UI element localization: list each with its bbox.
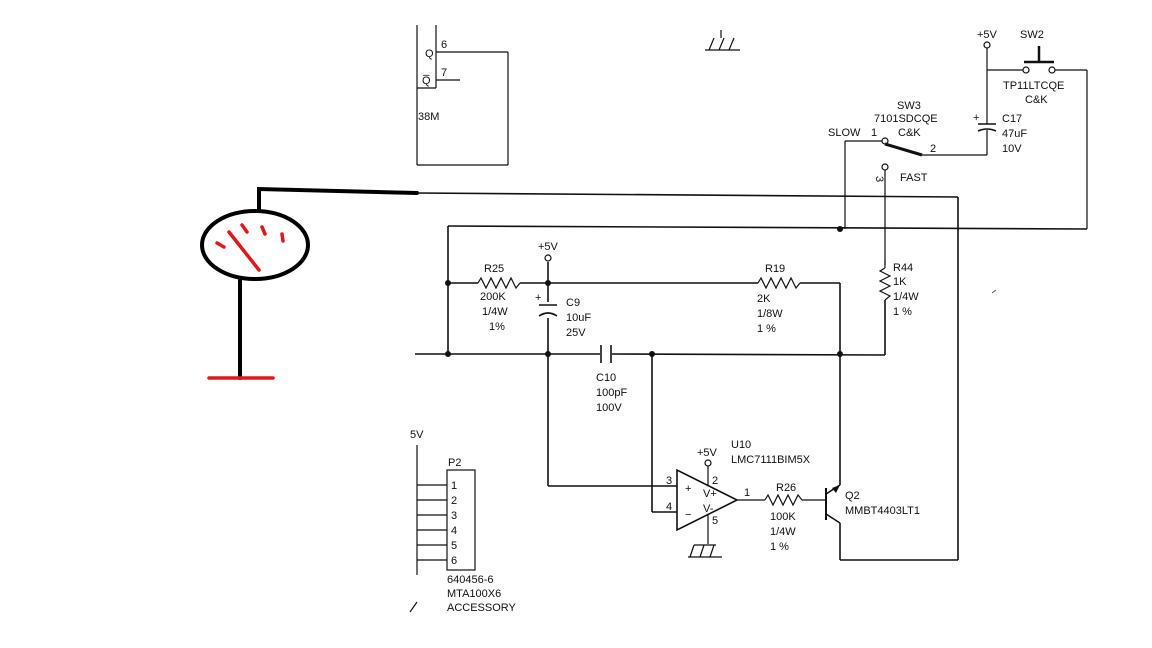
p2-part: 640456-6 (447, 574, 494, 586)
fast-label: FAST (900, 172, 928, 184)
opamp-minus: − (685, 509, 691, 521)
sw3-pin2: 2 (930, 143, 936, 155)
sw3-pin1: 1 (871, 127, 877, 139)
q-pin: 6 (441, 39, 447, 51)
c17-value: 47uF (1002, 128, 1027, 140)
r44-watt: 1/4W (893, 291, 919, 303)
c9-plus: + (535, 292, 541, 304)
c9-capacitor: + C9 10uF 25V (535, 292, 591, 339)
qbar-pin: 7 (441, 67, 447, 79)
opamp-pin1: 1 (744, 487, 750, 499)
opamp-vminus: V- (703, 503, 714, 515)
r19-value: 2K (757, 293, 771, 305)
r26-value: 100K (770, 511, 796, 523)
p5v-u10-label: +5V (697, 447, 718, 459)
u10-label: U10 (731, 439, 751, 451)
sw3-mfr: C&K (898, 127, 921, 139)
c10-capacitor: C10 100pF 100V (596, 345, 627, 414)
c9-value: 10uF (566, 312, 591, 324)
p2-pin4: 4 (451, 525, 457, 537)
r26-tol: 1 % (770, 541, 789, 553)
p5v-mid-label: +5V (538, 241, 559, 253)
p2-label: P2 (448, 457, 461, 469)
q2-part: MMBT4403LT1 (845, 505, 920, 517)
wiring (415, 192, 1088, 561)
ic-fragment: Q 6 Q̅ 7 38M (416, 25, 509, 166)
c17-capacitor: + C17 47uF 10V (973, 70, 1027, 155)
c17-voltage: 10V (1002, 143, 1022, 155)
q2-label: Q2 (845, 490, 860, 502)
r44-value: 1K (893, 276, 907, 288)
r26-resistor: R26 100K 1/4W 1 % (764, 482, 826, 553)
r26-watt: 1/4W (770, 526, 796, 538)
q2-transistor: Q2 MMBT4403LT1 (825, 485, 920, 520)
p2-pin3: 3 (451, 510, 457, 522)
r44-tol: 1 % (893, 306, 912, 318)
p2-part3: ACCESSORY (447, 602, 517, 614)
u10-opamp: + − V+ V- 3 4 2 1 5 +5V U10 LMC7111BIM5X (666, 439, 811, 558)
c10-voltage: 100V (596, 402, 622, 414)
ground-symbol-top (705, 30, 740, 51)
slow-label: SLOW (828, 127, 861, 139)
c9-label: C9 (566, 297, 580, 309)
opamp-pin4: 4 (666, 501, 672, 513)
sw3-pin3: 3 (873, 176, 885, 182)
r44-resistor: R44 1K 1/4W 1 % (878, 260, 919, 318)
sw3-switch: SW3 7101SDCQE C&K SLOW 1 2 3 FAST (828, 100, 987, 265)
stray-mark (991, 289, 997, 294)
p2-pin6: 6 (451, 555, 457, 567)
p2-connector: 5V P2 1 2 3 4 5 6 640456-6 MTA100X6 ACCE… (409, 429, 517, 614)
opamp-pin5: 5 (712, 515, 718, 527)
r19-label: R19 (765, 263, 785, 275)
r25-value: 200K (480, 291, 506, 303)
ic-part-label: 38M (418, 111, 439, 123)
sw2-part: TP11LTCQE (1003, 80, 1064, 92)
sw2-label: SW2 (1020, 29, 1044, 41)
r19-resistor: R19 2K 1/8W 1 % (757, 263, 801, 335)
p2-pin5: 5 (451, 540, 457, 552)
opamp-pin3: 3 (666, 475, 672, 487)
r25-resistor: R25 200K 1/4W 1% (477, 263, 521, 333)
sw2-mfr: C&K (1025, 94, 1048, 106)
sw3-part: 7101SDCQE (874, 113, 938, 125)
p5v-top-label: +5V (977, 29, 998, 41)
p2-part2: MTA100X6 (447, 588, 501, 600)
opamp-vplus: V+ (703, 488, 717, 500)
c17-label: C17 (1002, 113, 1022, 125)
c10-label: C10 (596, 372, 616, 384)
c17-plus: + (973, 112, 979, 124)
r19-tol: 1 % (757, 323, 776, 335)
p2-pin2: 2 (451, 495, 457, 507)
c10-value: 100pF (596, 387, 627, 399)
sw2-switch: +5V SW2 TP11LTCQE C&K (977, 29, 1088, 229)
p2-pin1: 1 (451, 480, 457, 492)
opamp-pin2: 2 (712, 475, 718, 487)
opamp-plus: + (685, 483, 691, 495)
r19-watt: 1/8W (757, 308, 783, 320)
r44-label: R44 (893, 262, 913, 274)
p5v-left-label: 5V (410, 429, 424, 441)
r25-tol: 1% (489, 321, 505, 333)
r25-label: R25 (484, 263, 504, 275)
sw3-label: SW3 (897, 100, 921, 112)
u10-part: LMC7111BIM5X (731, 454, 811, 466)
c9-voltage: 25V (566, 327, 586, 339)
q-label: Q (425, 48, 434, 60)
p5v-mid: +5V (538, 241, 559, 262)
handdrawn-meter (200, 186, 419, 380)
r26-label: R26 (776, 482, 796, 494)
qbar-label: Q̅ (422, 75, 431, 87)
r25-watt: 1/4W (482, 306, 508, 318)
